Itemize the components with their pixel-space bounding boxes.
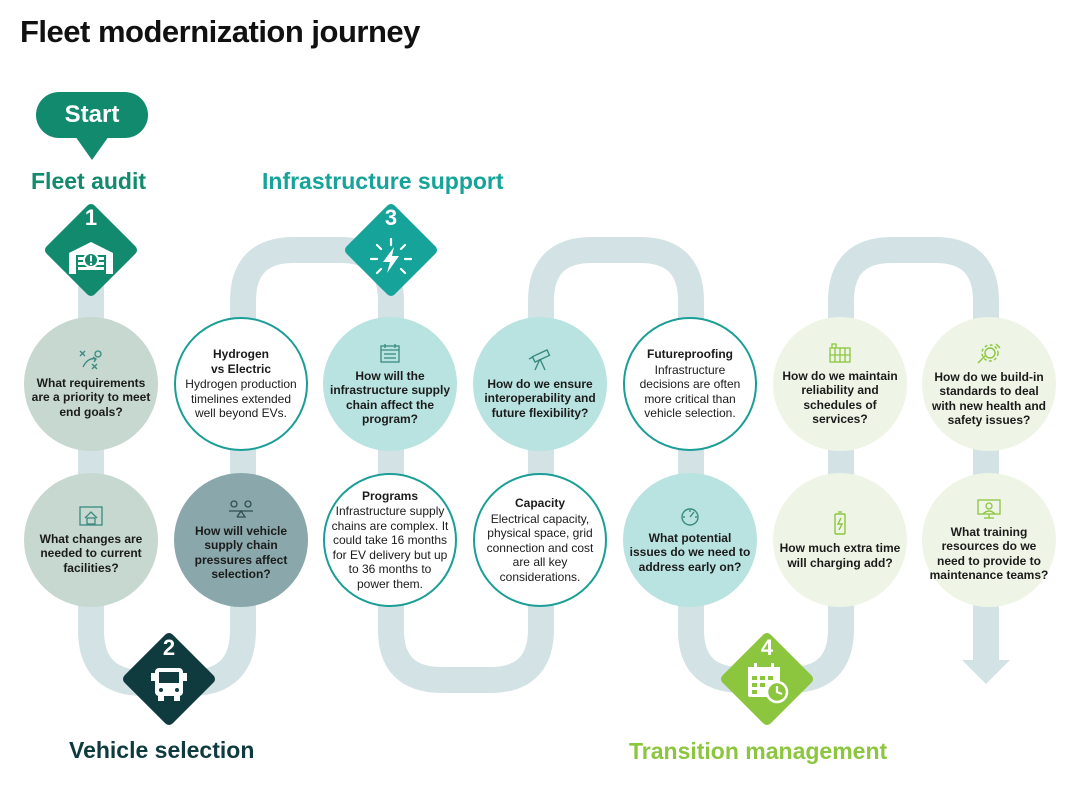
balance-scale-icon <box>229 499 253 518</box>
node-futureproofing-body: Infrastructure decisions are often more … <box>639 362 741 421</box>
node-programs: Programs Infrastructure supply chains ar… <box>323 473 457 607</box>
node-infrastructure-supply-chain-text: How will the infrastructure supply chain… <box>329 368 451 427</box>
page-title: Fleet modernization journey <box>20 14 420 49</box>
node-potential-issues-text: What potential issues do we need to addr… <box>629 530 751 574</box>
node-supply-chain-text: How will vehicle supply chain pressures … <box>194 523 288 582</box>
node-capacity-body: Electrical capacity, physical space, gri… <box>486 511 594 584</box>
phase-title-vehicle-selection: Vehicle selection <box>69 737 255 763</box>
start-marker-tail <box>75 136 109 160</box>
node-futureproofing-heading: Futureproofing <box>647 347 733 362</box>
node-requirements-text: What requirements are a priority to meet… <box>31 375 151 419</box>
start-label: Start <box>64 101 120 128</box>
node-training-text: What training resources do we need to pr… <box>929 524 1049 583</box>
telescope-icon <box>528 348 551 371</box>
phase-3-number: 3 <box>384 205 398 230</box>
node-interoperability: How do we ensure interoperability and fu… <box>473 317 607 451</box>
strategy-icon <box>79 350 102 370</box>
factory-icon <box>829 342 851 363</box>
calendar-icon <box>380 343 400 363</box>
node-facilities-text: What changes are needed to current facil… <box>39 531 143 575</box>
gauge-icon <box>681 508 699 526</box>
gear-tools-icon <box>977 343 1001 363</box>
phase-title-infrastructure-support: Infrastructure support <box>262 168 504 194</box>
phase-2-number: 2 <box>162 635 176 660</box>
node-supply-chain: How will vehicle supply chain pressures … <box>174 473 308 607</box>
phase-title-transition-management: Transition management <box>629 738 888 764</box>
phase-1-number: 1 <box>84 205 98 230</box>
node-standards-text: How do we build-in standards to deal wit… <box>931 369 1046 428</box>
garage-alert-icon <box>69 242 113 274</box>
phase-4-number: 4 <box>760 635 774 660</box>
charging-bolt-icon <box>369 237 413 275</box>
node-infrastructure-supply-chain: How will the infrastructure supply chain… <box>323 317 457 451</box>
training-icon <box>977 498 1001 519</box>
node-reliability: How do we maintain reliability and sched… <box>773 317 907 451</box>
node-standards: How do we build-in standards to deal wit… <box>922 317 1056 451</box>
node-capacity: Capacity Electrical capacity, physical s… <box>473 473 607 607</box>
node-reliability-text: How do we maintain reliability and sched… <box>782 368 898 427</box>
node-hydrogen-vs-electric: Hydrogen vs Electric Hydrogen production… <box>174 317 308 451</box>
node-futureproofing: Futureproofing Infrastructure decisions … <box>623 317 757 451</box>
node-interoperability-text: How do we ensure interoperability and fu… <box>484 376 596 420</box>
node-facilities: What changes are needed to current facil… <box>24 473 158 607</box>
node-requirements: What requirements are a priority to meet… <box>24 317 158 451</box>
node-hydrogen-body: Hydrogen production timelines extended w… <box>185 377 297 421</box>
node-charging-time: How much extra time will charging add? <box>773 473 907 607</box>
node-capacity-heading: Capacity <box>514 496 566 510</box>
building-plan-icon <box>79 506 103 526</box>
calendar-clock-icon <box>748 663 789 704</box>
node-programs-heading: Programs <box>361 488 419 503</box>
node-hydrogen-heading: Hydrogen vs Electric <box>210 347 272 376</box>
node-programs-body: Infrastructure supply chains are complex… <box>331 504 449 591</box>
start-marker: Start <box>36 92 148 138</box>
node-training: What training resources do we need to pr… <box>922 473 1056 607</box>
phase-title-fleet-audit: Fleet audit <box>31 168 147 194</box>
bus-icon <box>151 668 187 701</box>
battery-icon <box>834 511 846 535</box>
node-potential-issues: What potential issues do we need to addr… <box>623 473 757 607</box>
node-charging-time-text: How much extra time will charging add? <box>779 541 901 570</box>
